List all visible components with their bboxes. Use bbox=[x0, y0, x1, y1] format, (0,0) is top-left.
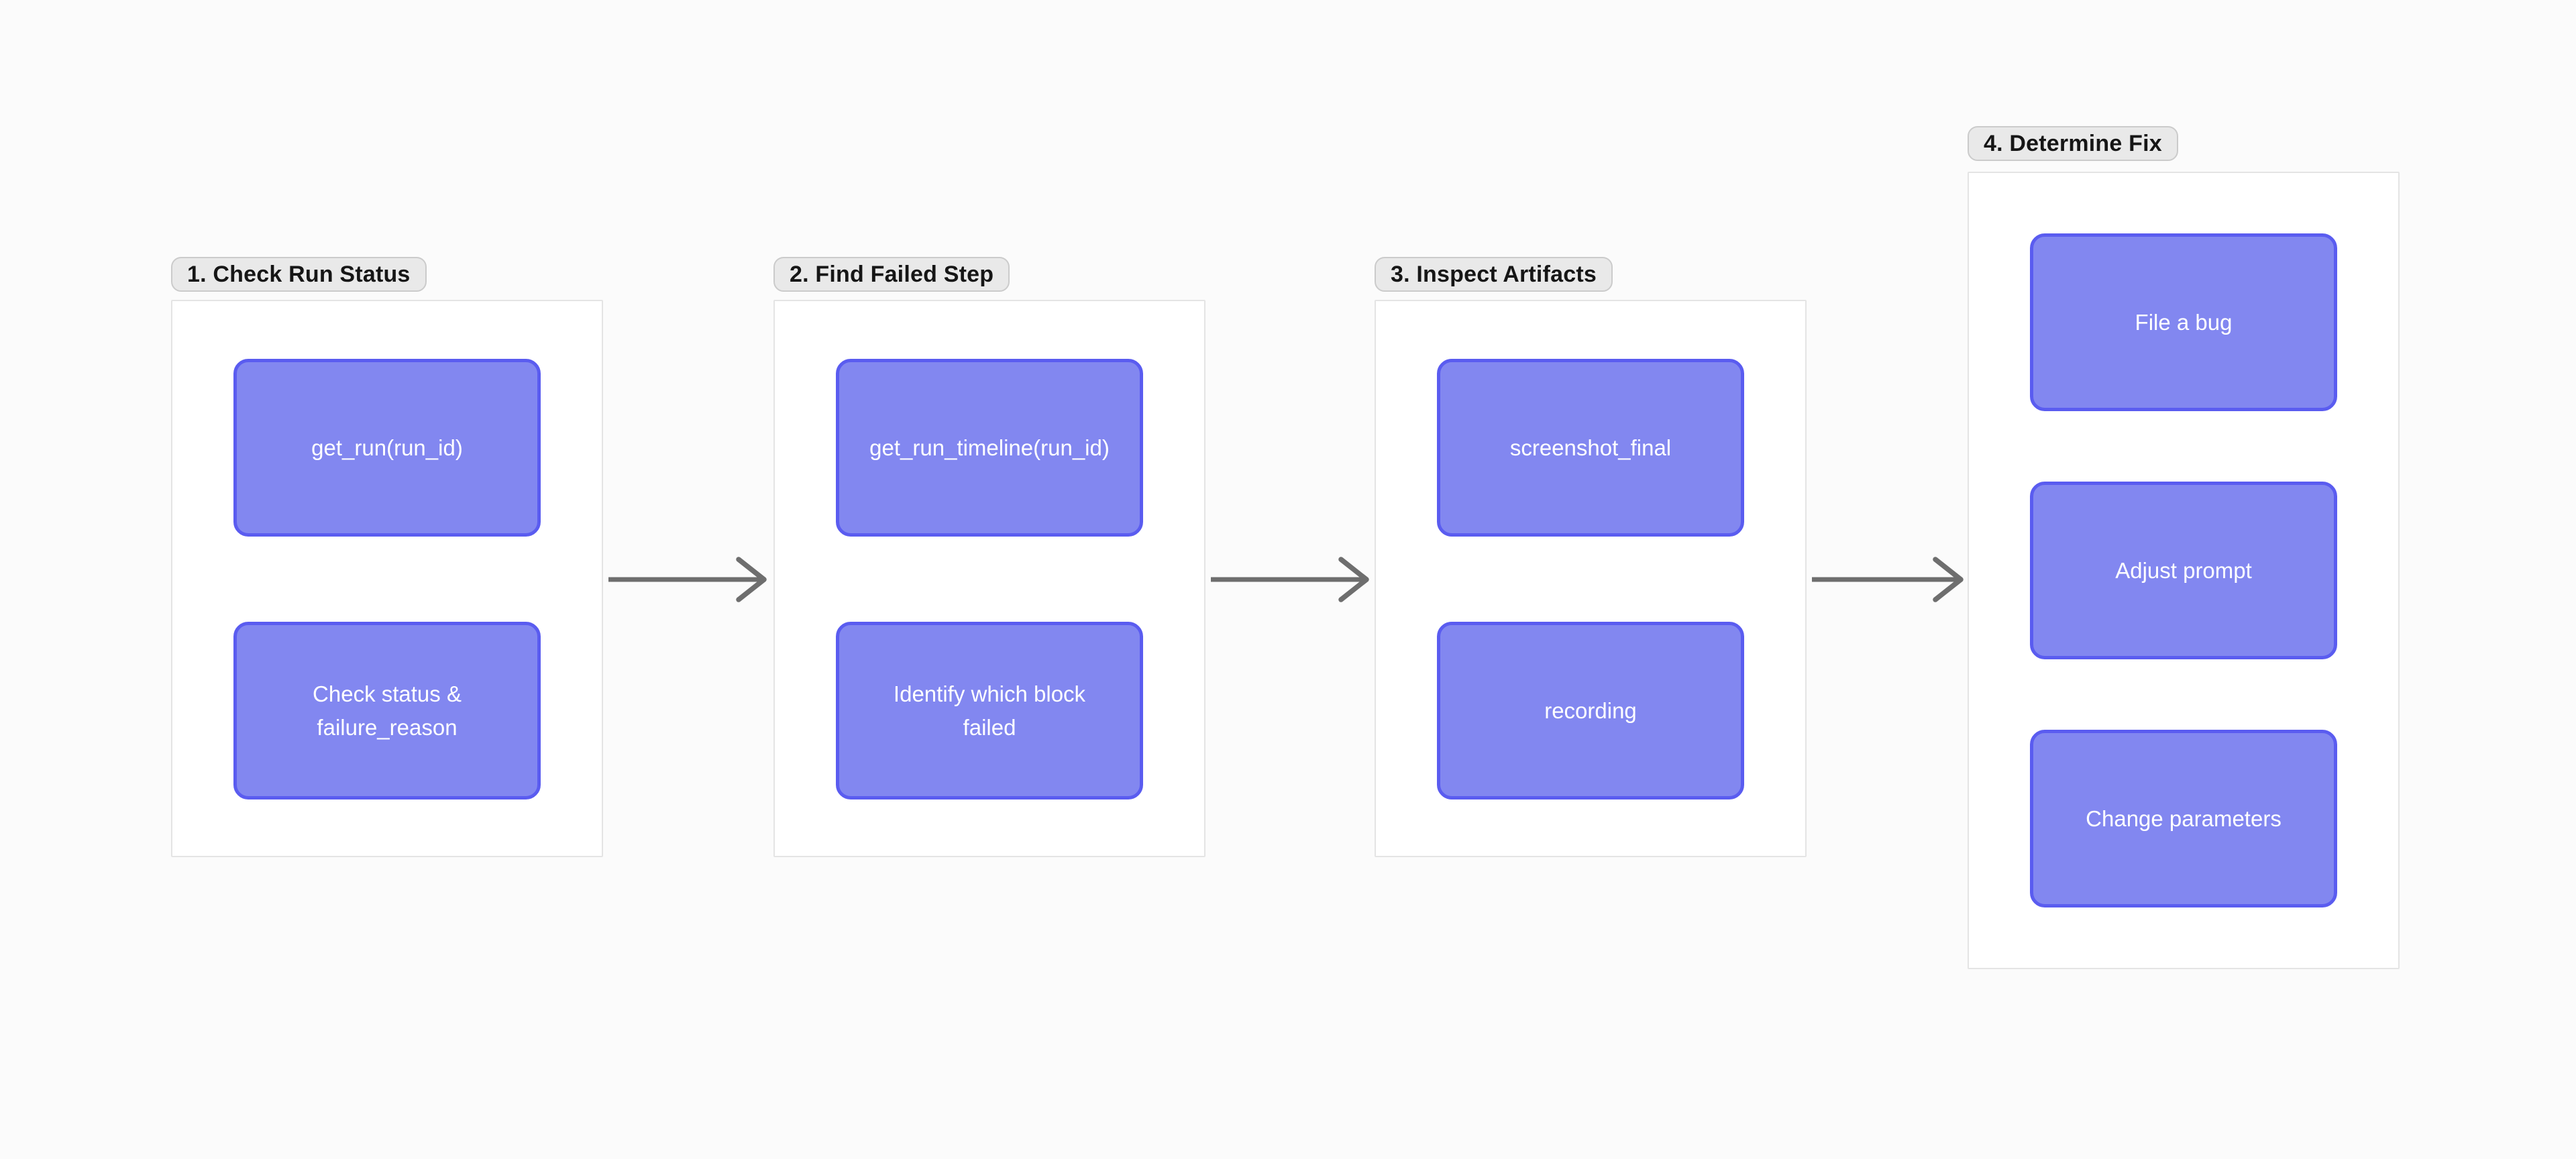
flow-arrow-3-icon bbox=[1812, 557, 1964, 602]
node-check-status-failure-reason: Check status & failure_reason bbox=[233, 622, 541, 799]
node-screenshot-final: screenshot_final bbox=[1437, 359, 1744, 537]
flow-arrow-1-icon bbox=[608, 557, 767, 602]
node-identify-failed-block-label: Identify which block failed bbox=[893, 681, 1086, 740]
node-file-a-bug: File a bug bbox=[2030, 233, 2337, 411]
group-4-label-badge: 4. Determine Fix bbox=[1968, 126, 2178, 161]
node-recording-label: recording bbox=[1544, 698, 1637, 723]
group-3-label: 3. Inspect Artifacts bbox=[1391, 261, 1597, 287]
group-2-label-badge: 2. Find Failed Step bbox=[773, 257, 1010, 292]
node-screenshot-final-label: screenshot_final bbox=[1509, 435, 1672, 460]
node-change-parameters: Change parameters bbox=[2030, 730, 2337, 907]
node-adjust-prompt-label: Adjust prompt bbox=[2115, 557, 2252, 583]
group-4-label: 4. Determine Fix bbox=[1984, 130, 2162, 156]
node-file-a-bug-label: File a bug bbox=[2135, 309, 2233, 335]
node-get-run-timeline: get_run_timeline(run_id) bbox=[836, 359, 1143, 537]
group-1-label: 1. Check Run Status bbox=[187, 261, 411, 287]
node-get-run-label: get_run(run_id) bbox=[311, 435, 463, 460]
node-recording: recording bbox=[1437, 622, 1744, 799]
node-get-run-timeline-label: get_run_timeline(run_id) bbox=[869, 435, 1110, 460]
node-check-status-failure-reason-label: Check status & failure_reason bbox=[313, 681, 462, 740]
group-1-label-badge: 1. Check Run Status bbox=[171, 257, 427, 292]
node-change-parameters-label: Change parameters bbox=[2086, 806, 2282, 831]
group-2-label: 2. Find Failed Step bbox=[790, 261, 994, 287]
node-identify-failed-block: Identify which block failed bbox=[836, 622, 1143, 799]
node-get-run: get_run(run_id) bbox=[233, 359, 541, 537]
group-3-label-badge: 3. Inspect Artifacts bbox=[1375, 257, 1613, 292]
node-adjust-prompt: Adjust prompt bbox=[2030, 482, 2337, 659]
flow-arrow-2-icon bbox=[1211, 557, 1369, 602]
